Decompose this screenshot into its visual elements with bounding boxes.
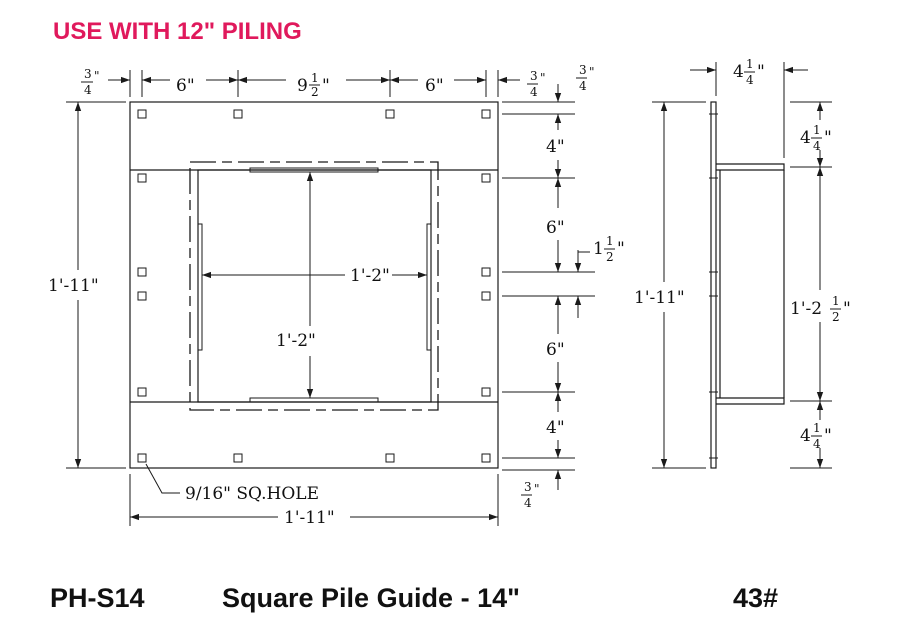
right-dim-d1: 4": [546, 137, 565, 157]
side-top-flange-num: 1: [813, 123, 821, 137]
bottom-width-label: 1'-11": [284, 508, 335, 528]
hole-note: 9/16" SQ.HOLE: [185, 484, 319, 504]
hole: [137, 453, 147, 463]
left-edge-num: 3: [84, 67, 92, 81]
svg-text:": ": [589, 65, 595, 79]
left-edge-den: 4: [84, 83, 92, 97]
right-gap-num: 1: [606, 234, 614, 248]
side-mid-den: 2: [832, 310, 840, 324]
side-bottom-flange-num: 1: [813, 421, 821, 435]
hole: [137, 291, 147, 301]
svg-text:": ": [824, 128, 832, 148]
plate-outline: [129, 101, 499, 469]
hole: [481, 173, 491, 183]
bottom-width-dimension: 1'-11": [129, 474, 499, 528]
right-dim-d3: 6": [546, 340, 565, 360]
front-view: 3 4 " 6" 9 1 2 " 6" 3 4 " 1'-11": [48, 67, 546, 528]
right-guide-bar: [426, 223, 432, 351]
side-bottom-flange: [716, 397, 785, 405]
inner-dimensions: 1'-2" 1'-2": [202, 172, 427, 398]
hole: [137, 109, 147, 119]
side-plate: [710, 101, 717, 469]
hole: [385, 109, 395, 119]
hole: [481, 387, 491, 397]
hole: [137, 267, 147, 277]
svg-text:": ": [540, 71, 546, 85]
top-dimensions: 3 4 " 6" 9 1 2 " 6" 3 4 ": [81, 67, 546, 99]
side-mid-whole: 1'-2: [790, 299, 822, 319]
svg-text:": ": [94, 69, 100, 83]
hole: [481, 453, 491, 463]
svg-text:": ": [322, 76, 330, 96]
footer: PH-S14 Square Pile Guide - 14" 43#: [50, 583, 778, 613]
side-top-width-whole: 4: [733, 62, 744, 82]
side-view: 4 1 4 " 1'-11" 4 1 4 " 1'-2 1 2 " 4 1: [634, 57, 851, 469]
right-dim-d2: 6": [546, 218, 565, 238]
hole: [233, 109, 243, 119]
hole: [137, 173, 147, 183]
right-top-edge-num: 3: [579, 63, 587, 77]
part-description: Square Pile Guide - 14": [222, 583, 520, 613]
top-guide-bar: [249, 167, 379, 173]
left-height-label: 1'-11": [48, 276, 99, 296]
right-dim-d4: 4": [546, 418, 565, 438]
part-weight: 43#: [733, 583, 778, 613]
top-dim-seg3: 6": [425, 76, 444, 96]
left-guide-bar: [197, 223, 203, 351]
svg-text:": ": [534, 482, 540, 496]
inner-opening: [197, 169, 432, 403]
square-holes: [137, 109, 491, 463]
right-gap-whole: 1: [593, 239, 604, 259]
left-height-dimension: 1'-11": [48, 101, 126, 469]
part-number: PH-S14: [50, 583, 145, 613]
right-top-edge-den: 4: [579, 79, 587, 93]
hidden-guide-outline: [189, 161, 439, 411]
side-top-flange: [716, 163, 785, 171]
right-edge-num: 3: [530, 69, 538, 83]
inner-height-label: 1'-2": [276, 331, 316, 351]
top-dim-seg2: 9: [297, 76, 308, 96]
right-bottom-edge-den: 4: [524, 496, 532, 510]
right-gap-den: 2: [606, 250, 614, 264]
hole: [137, 387, 147, 397]
side-height-label: 1'-11": [634, 288, 685, 308]
side-bottom-flange-den: 4: [813, 437, 821, 451]
side-bottom-flange-whole: 4: [800, 426, 811, 446]
bottom-guide-bar: [249, 397, 379, 403]
svg-text:": ": [843, 299, 851, 319]
svg-text:": ": [824, 426, 832, 446]
right-dimensions: 3 4 " 4" 6" 1 1 2 " 6" 4" 3 4 ": [502, 63, 625, 510]
side-mid-num: 1: [832, 294, 840, 308]
side-top-flange-den: 4: [813, 139, 821, 153]
top-dim-seg2-den: 2: [311, 85, 319, 99]
right-bottom-edge-num: 3: [524, 480, 532, 494]
side-top-width-num: 1: [746, 57, 754, 71]
side-top-flange-whole: 4: [800, 128, 811, 148]
side-top-width-den: 4: [746, 73, 754, 87]
hole: [481, 267, 491, 277]
svg-text:": ": [617, 239, 625, 259]
hole: [481, 291, 491, 301]
inner-width-label: 1'-2": [350, 266, 390, 286]
hole: [385, 453, 395, 463]
hole: [233, 453, 243, 463]
top-dim-seg1: 6": [176, 76, 195, 96]
top-dim-seg2-num: 1: [311, 71, 319, 85]
hole-callout: 9/16" SQ.HOLE: [145, 463, 319, 504]
svg-text:": ": [757, 62, 765, 82]
right-edge-den: 4: [530, 85, 538, 99]
header-title: USE WITH 12" PILING: [53, 18, 302, 45]
hole: [481, 109, 491, 119]
